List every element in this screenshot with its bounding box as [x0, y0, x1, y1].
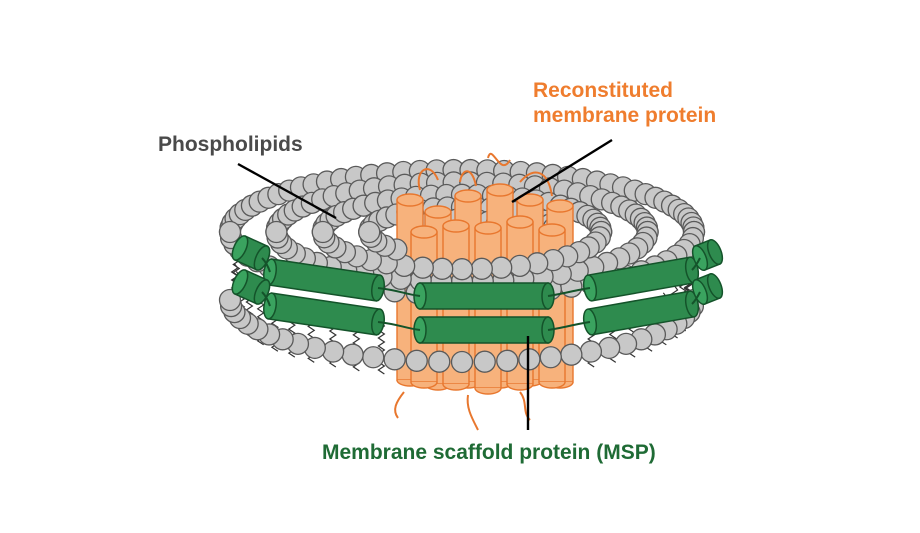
helix-bottom: [506, 383, 534, 391]
msp-loop: [377, 287, 421, 297]
protein-loop: [417, 168, 439, 191]
protein-loop: [459, 170, 477, 187]
msp-loop: [377, 321, 421, 331]
phospholipid-head: [362, 346, 385, 369]
phospholipid-head: [428, 350, 451, 373]
protein-loop: [394, 391, 405, 419]
msp-loop: [547, 287, 591, 297]
msp-helix-shape: [231, 269, 271, 305]
phospholipid-head: [450, 350, 474, 374]
msp-helix: [413, 316, 555, 344]
msp-helix-shape: [413, 282, 555, 310]
phospholipid-head: [450, 258, 474, 281]
msp-helix-body: [419, 282, 549, 310]
phospholipids-leader-line: [237, 162, 337, 220]
phospholipid-head: [411, 256, 434, 279]
phospholipid-head: [431, 257, 454, 280]
msp-helix-start: [231, 269, 249, 295]
msp-belt: [231, 235, 724, 344]
membrane-protein-label: Reconstituted membrane protein: [533, 78, 716, 128]
helix-top: [506, 215, 534, 229]
msp-loop: [261, 291, 271, 307]
phospholipid-head: [321, 340, 345, 363]
msp-helix-shape: [413, 316, 555, 344]
msp-helix-start: [231, 235, 249, 261]
helix-top: [546, 199, 574, 213]
membrane-protein-label-line2: membrane protein: [533, 104, 717, 127]
phospholipid-head: [405, 349, 428, 372]
helix-top: [396, 193, 424, 207]
phospholipid-head: [473, 350, 496, 373]
phospholipid-head: [508, 254, 531, 277]
msp-helix-body: [419, 316, 549, 344]
helix-top: [442, 219, 470, 233]
helix-bottom: [538, 381, 566, 389]
phospholipid-head: [341, 343, 364, 366]
phospholipid-head: [560, 343, 583, 366]
phospholipid-head: [383, 348, 406, 371]
msp-loop: [691, 257, 701, 271]
helix-top: [486, 183, 514, 197]
phospholipid-head: [490, 256, 513, 279]
phospholipid-head: [311, 220, 334, 244]
membrane-protein-label-line1: Reconstituted: [533, 79, 674, 102]
helix-top: [410, 225, 438, 239]
leader-lines: [237, 138, 613, 430]
msp-loop: [691, 291, 701, 305]
helix-top: [474, 221, 502, 235]
msp-helix-end: [706, 272, 724, 300]
phospholipids-label: Phospholipids: [158, 133, 303, 156]
msp-helix-end: [706, 238, 724, 266]
protein-loop: [487, 152, 511, 167]
protein-loop: [519, 171, 553, 197]
msp-helix: [413, 282, 555, 310]
helix-bottom: [474, 387, 502, 395]
phospholipid-head: [579, 340, 603, 363]
helix-top: [424, 205, 452, 219]
msp-loop: [547, 321, 591, 331]
phospholipid-head: [470, 257, 493, 280]
helix-top: [454, 189, 482, 203]
phospholipid-head: [358, 220, 381, 244]
helix-top: [538, 223, 566, 237]
helix-bottom: [442, 383, 470, 391]
phospholipid-head: [496, 349, 519, 372]
msp-label: Membrane scaffold protein (MSP): [322, 441, 656, 464]
phospholipid-head: [539, 346, 562, 369]
msp-helix: [231, 269, 271, 305]
msp-helix-shape: [691, 272, 724, 306]
phospholipid-head: [598, 336, 621, 360]
msp-loop: [261, 257, 271, 273]
protein-loop: [466, 394, 479, 431]
helix-bottom: [410, 381, 438, 389]
protein-leader-line: [511, 138, 613, 204]
msp-helix: [691, 272, 724, 306]
phospholipid-head: [218, 220, 242, 244]
phospholipid-head: [265, 220, 288, 244]
phospholipid-head: [518, 348, 541, 371]
